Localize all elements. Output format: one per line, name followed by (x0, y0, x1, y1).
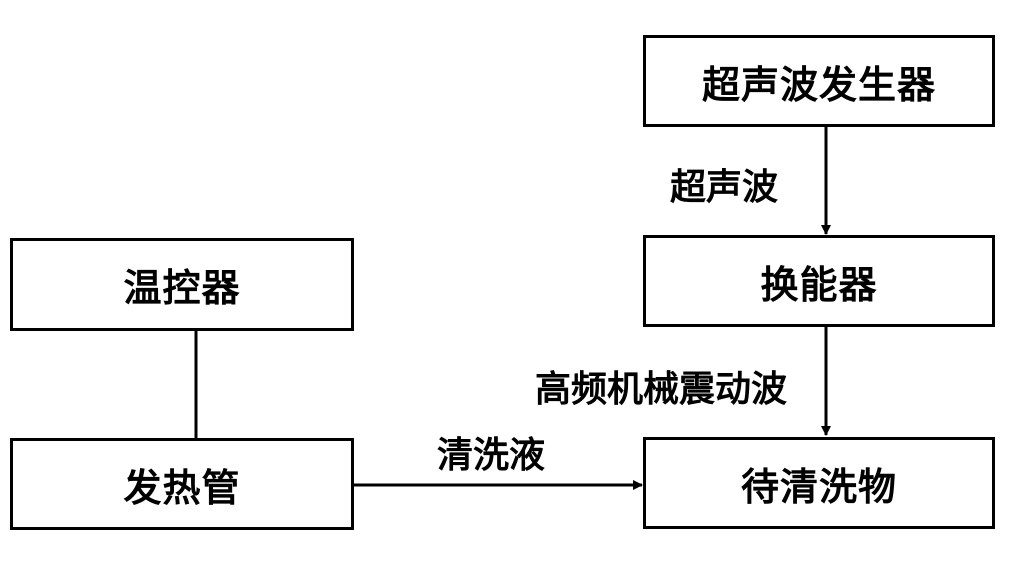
edge-label-ultrasonic: 超声波 (670, 167, 779, 208)
ultrasonic-generator-label: 超声波发生器 (701, 62, 936, 107)
object-to-clean-box: 待清洗物 (643, 437, 995, 529)
edge-label-mechanical-vibration: 高频机械震动波 (535, 369, 788, 410)
transducer-box: 换能器 (643, 235, 995, 327)
heating-tube-box: 发热管 (10, 438, 354, 530)
heating-tube-label: 发热管 (123, 465, 241, 510)
thermostat-box: 温控器 (10, 238, 354, 331)
ultrasonic-generator-box: 超声波发生器 (643, 35, 995, 127)
transducer-label: 换能器 (760, 262, 878, 307)
thermostat-label: 温控器 (123, 266, 241, 310)
object-to-clean-label: 待清洗物 (740, 464, 897, 509)
edge-label-cleaning-fluid: 清洗液 (437, 435, 546, 476)
